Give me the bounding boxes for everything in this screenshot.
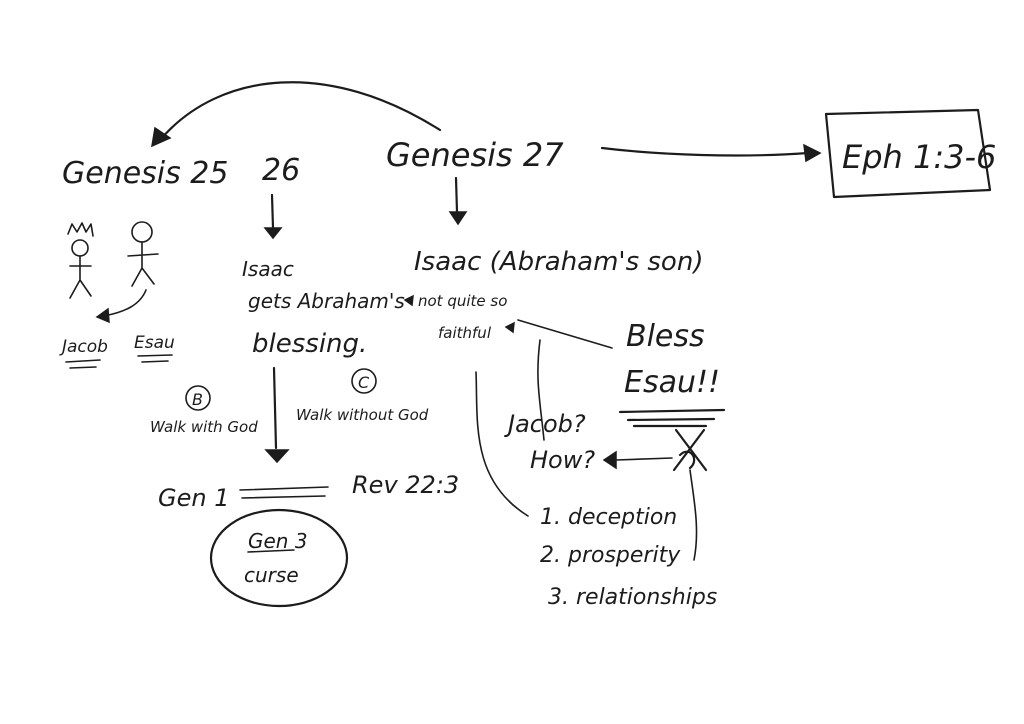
jacob-question: Jacob? bbox=[504, 410, 586, 438]
bless-line2: Esau!! bbox=[624, 365, 720, 400]
circle-b bbox=[185, 385, 211, 411]
gen3-label: Gen 3 bbox=[248, 529, 308, 553]
arrowhead-how bbox=[602, 450, 617, 470]
hourglass-scribble bbox=[672, 428, 708, 472]
arrow-blessing-to-gen bbox=[272, 366, 278, 450]
arrowhead-27 bbox=[448, 211, 468, 226]
list-item-3: 3. relationships bbox=[548, 585, 717, 610]
circle-c bbox=[351, 368, 377, 394]
curse-label: curse bbox=[244, 563, 299, 587]
bless-underline bbox=[618, 408, 726, 428]
esau-underline bbox=[137, 354, 173, 363]
jacob-underline bbox=[65, 359, 101, 369]
circle-b-label: B bbox=[192, 390, 203, 409]
bless-line1: Bless bbox=[626, 319, 705, 354]
circle-c-label: C bbox=[358, 373, 370, 392]
bullet-star-1 bbox=[403, 294, 414, 307]
esau-label: Esau bbox=[134, 333, 175, 353]
bullet-star-2 bbox=[504, 321, 515, 334]
vertical-right-line bbox=[689, 469, 698, 561]
arrowhead-26 bbox=[263, 227, 283, 240]
curve-to-list bbox=[475, 371, 529, 517]
arrow-26-down bbox=[270, 193, 275, 230]
isaac27-label: Isaac (Abraham's son) bbox=[414, 247, 703, 277]
arrowhead-jacob bbox=[95, 307, 110, 324]
arrowhead-genesis25 bbox=[151, 126, 172, 148]
arrow-esau-to-jacob bbox=[103, 289, 147, 317]
how-question: How? bbox=[530, 446, 595, 474]
arrowhead-gen bbox=[264, 449, 290, 464]
arc-arrow-27-to-25 bbox=[158, 81, 442, 142]
arrowhead-eph bbox=[803, 143, 822, 163]
num26-label: 26 bbox=[262, 153, 300, 188]
genesis25-label: Genesis 25 bbox=[62, 156, 228, 191]
arrow-to-how bbox=[615, 457, 673, 461]
esau-stick-figure bbox=[127, 221, 159, 287]
jacob-stick-figure bbox=[67, 222, 94, 299]
arrow-27-to-eph bbox=[600, 146, 810, 157]
line-to-bless bbox=[517, 319, 613, 349]
line-faithful-down bbox=[537, 339, 545, 441]
list-item-1: 1. deception bbox=[540, 505, 677, 530]
arrow-27-down bbox=[454, 176, 459, 214]
walk-without-god: Walk without God bbox=[296, 406, 429, 424]
jacob-label: Jacob bbox=[59, 337, 108, 357]
eph-label: Eph 1:3-6 bbox=[842, 138, 996, 176]
gen1-label: Gen 1 bbox=[158, 484, 229, 512]
gen3-ellipse bbox=[209, 508, 349, 608]
not-quite-line1: not quite so bbox=[418, 292, 507, 310]
not-quite-line2: faithful bbox=[438, 324, 492, 342]
isaac26-line1: Isaac bbox=[242, 257, 294, 281]
walk-with-god: Walk with God bbox=[150, 418, 258, 436]
list-item-2: 2. prosperity bbox=[540, 543, 681, 568]
gen3-underline bbox=[247, 549, 295, 553]
isaac26-line2: gets Abraham's bbox=[248, 289, 405, 313]
eph-box bbox=[824, 108, 992, 199]
gen-rev-double-line bbox=[239, 486, 329, 499]
genesis27-label: Genesis 27 bbox=[386, 136, 564, 174]
rev-label: Rev 22:3 bbox=[352, 471, 459, 499]
isaac26-line3: blessing. bbox=[252, 329, 367, 359]
